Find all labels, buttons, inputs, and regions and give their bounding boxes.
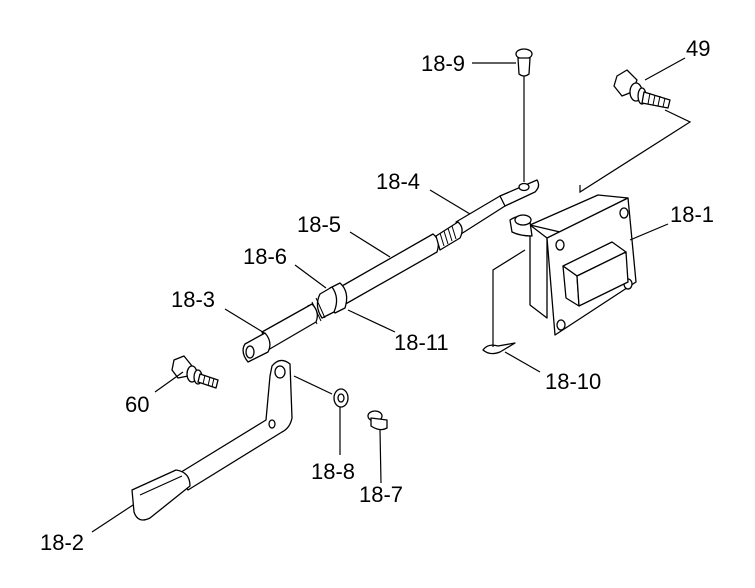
leader-18-4 — [429, 189, 471, 215]
label-18-9: 18-9 — [421, 51, 465, 76]
part-18-10-cotter-pin — [482, 249, 526, 355]
leader-18-1 — [629, 223, 669, 241]
part-18-3-rod-end — [242, 303, 318, 363]
leader-18-10 — [504, 351, 541, 373]
part-18-8-washer — [293, 375, 349, 408]
label-18-2: 18-2 — [40, 530, 84, 555]
label-18-4: 18-4 — [376, 169, 420, 194]
part-18-1-mounting-box — [509, 109, 692, 336]
part-18-9-pin — [515, 48, 533, 182]
part-60-bolt — [171, 355, 219, 389]
label-18-6: 18-6 — [243, 244, 287, 269]
label-18-7: 18-7 — [359, 482, 403, 507]
part-18-7-pin — [367, 410, 388, 431]
label-18-1: 18-1 — [670, 202, 714, 227]
part-18-2-pedal-lever — [131, 359, 293, 521]
leader-18-5 — [349, 231, 391, 258]
leader-18-3 — [224, 308, 267, 335]
label-18-3: 18-3 — [171, 287, 215, 312]
label-60: 60 — [125, 392, 149, 417]
leader-18-6 — [294, 264, 327, 289]
leader-18-2 — [91, 504, 134, 533]
leader-18-11 — [347, 309, 396, 333]
leader-60 — [154, 371, 184, 393]
label-18-10: 18-10 — [545, 369, 601, 394]
leader-18-7 — [379, 429, 382, 484]
label-49: 49 — [686, 36, 710, 61]
part-18-5-tube — [334, 221, 463, 307]
label-18-5: 18-5 — [297, 212, 341, 237]
leader-49 — [644, 57, 686, 81]
label-18-11: 18-11 — [394, 330, 449, 355]
part-49-bolt — [613, 69, 671, 109]
label-18-8: 18-8 — [311, 459, 355, 484]
part-18-4-rod — [455, 179, 540, 235]
leader-lines — [91, 57, 686, 533]
